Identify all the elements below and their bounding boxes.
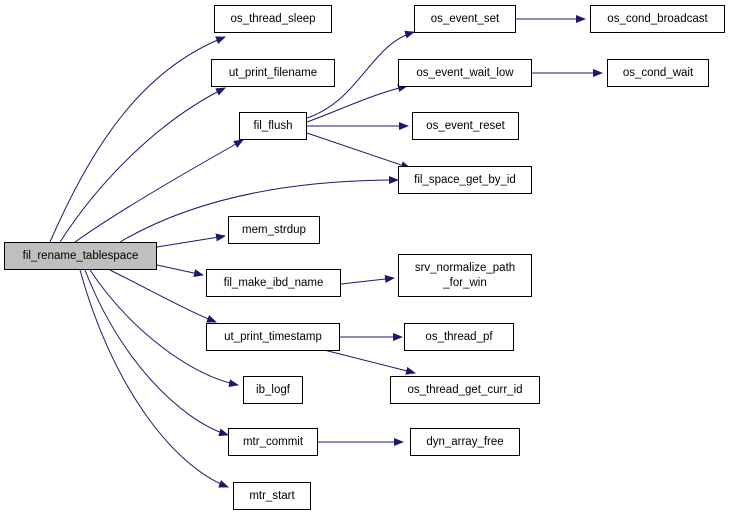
- node-os_cond_wait[interactable]: os_cond_wait: [607, 59, 709, 87]
- node-ut_print_timestamp[interactable]: ut_print_timestamp: [206, 323, 340, 351]
- node-srv_normalize_path_for_win[interactable]: srv_normalize_path _for_win: [398, 254, 532, 297]
- node-fil_make_ibd_name[interactable]: fil_make_ibd_name: [206, 269, 341, 297]
- node-os_event_reset[interactable]: os_event_reset: [412, 112, 519, 140]
- edge-fil_flush-fil_space_get_by_id: [306, 132, 411, 169]
- edge-fil_rename_tablespace-fil_flush: [74, 139, 244, 243]
- edge-fil_rename_tablespace-ut_print_timestamp: [109, 269, 217, 323]
- node-os_thread_get_curr_id[interactable]: os_thread_get_curr_id: [390, 376, 540, 404]
- node-fil_flush[interactable]: fil_flush: [239, 112, 307, 140]
- edge-fil_rename_tablespace-ut_print_filename: [59, 87, 226, 243]
- node-os_thread_sleep[interactable]: os_thread_sleep: [214, 5, 332, 33]
- node-fil_space_get_by_id[interactable]: fil_space_get_by_id: [398, 166, 532, 194]
- node-dyn_array_free[interactable]: dyn_array_free: [410, 428, 520, 456]
- edge-fil_rename_tablespace-fil_make_ibd_name: [156, 264, 204, 277]
- node-fil_rename_tablespace: fil_rename_tablespace: [4, 242, 157, 270]
- node-mtr_commit[interactable]: mtr_commit: [228, 428, 318, 456]
- edge-fil_rename_tablespace-mtr_start: [79, 269, 229, 488]
- edge-fil_rename_tablespace-os_thread_sleep: [49, 36, 226, 243]
- edge-ut_print_timestamp-os_thread_get_curr_id: [319, 348, 416, 375]
- edge-fil_rename_tablespace-mem_strdup: [156, 233, 226, 248]
- node-os_event_wait_low[interactable]: os_event_wait_low: [398, 59, 532, 87]
- node-ib_logf[interactable]: ib_logf: [243, 376, 303, 404]
- node-mtr_start[interactable]: mtr_start: [233, 482, 311, 510]
- node-mem_strdup[interactable]: mem_strdup: [228, 216, 320, 244]
- node-os_thread_pf[interactable]: os_thread_pf: [404, 323, 514, 351]
- node-ut_print_filename[interactable]: ut_print_filename: [211, 59, 335, 87]
- edge-fil_rename_tablespace-fil_space_get_by_id: [119, 176, 399, 243]
- edge-fil_rename_tablespace-ib_logf: [89, 269, 239, 388]
- edge-fil_flush-os_event_wait_low: [306, 84, 408, 123]
- edge-fil_flush-os_event_set: [306, 30, 415, 119]
- node-os_event_set[interactable]: os_event_set: [414, 5, 516, 33]
- edge-fil_make_ibd_name-srv_normalize_path_for_win: [340, 275, 395, 285]
- node-os_cond_broadcast[interactable]: os_cond_broadcast: [590, 5, 725, 33]
- edge-fil_rename_tablespace-mtr_commit: [84, 269, 229, 437]
